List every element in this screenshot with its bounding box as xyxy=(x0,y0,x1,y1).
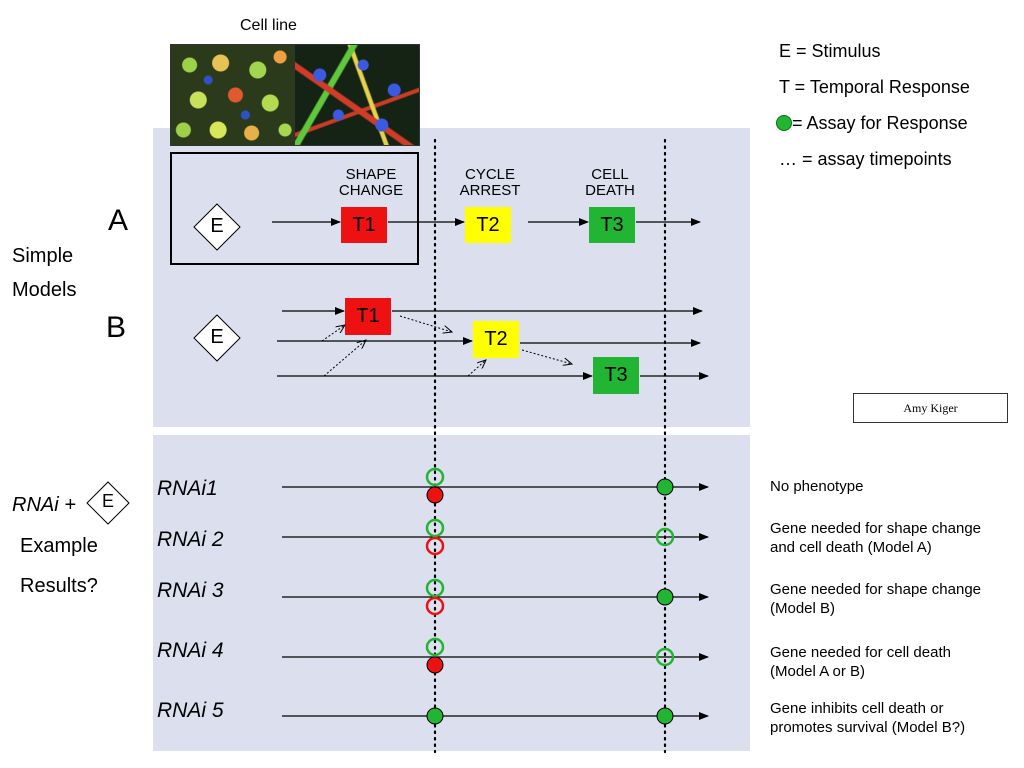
model-a-t2-box: T2 xyxy=(465,207,511,243)
model-b-t1-box: T1 xyxy=(345,298,391,335)
rnai5-label: RNAi 5 xyxy=(157,699,224,722)
model-a-letter: A xyxy=(108,204,129,237)
rnai4-death-assay-open xyxy=(655,647,675,667)
stage-heading-shape-change: SHAPE CHANGE xyxy=(338,166,404,199)
model-b-stimulus-label: E xyxy=(210,326,224,348)
stage-heading-cell-death: CELL DEATH xyxy=(585,166,635,199)
model-b-dotted-t1-t2 xyxy=(399,315,452,332)
rnai1-result: No phenotype xyxy=(770,478,864,495)
model-a-frame xyxy=(170,152,419,265)
rnai-results-line: Results? xyxy=(20,575,98,597)
rnai1-shape-assay-open xyxy=(425,467,445,487)
credit-box: Amy Kiger xyxy=(853,393,1008,423)
model-b-letter: B xyxy=(106,311,127,344)
rnai-example-line: Example xyxy=(20,535,98,557)
rnai-stimulus-label: E xyxy=(101,491,114,511)
model-a-stimulus-label: E xyxy=(210,215,224,237)
rnai4-shape-assay-red xyxy=(426,656,444,674)
model-b-t3-box: T3 xyxy=(593,357,639,394)
cell-line-photo-right xyxy=(294,44,420,146)
model-b-dotted-bottom-t1 xyxy=(323,340,366,377)
simple-models-line1: Simple xyxy=(12,245,74,267)
model-a-stimulus-diamond xyxy=(193,203,241,251)
model-b-dotted-bottom-t2 xyxy=(467,360,486,377)
rnai5-death-assay xyxy=(656,707,674,725)
rnai1-label: RNAi1 xyxy=(157,477,218,500)
rnai5-shape-assay xyxy=(426,707,444,725)
model-b-dotted-mid-t1 xyxy=(321,325,345,342)
legend-timepoints: … = assay timepoints xyxy=(779,149,952,169)
legend-assay-text: = Assay for Response xyxy=(792,113,968,133)
model-b-t2-box: T2 xyxy=(473,321,519,358)
rnai2-result: Gene needed for shape change and cell de… xyxy=(770,520,982,556)
rnai1-death-assay xyxy=(656,478,674,496)
rnai4-shape-assay-open xyxy=(425,637,445,657)
rnai3-label: RNAi 3 xyxy=(157,579,224,602)
cell-line-label: Cell line xyxy=(240,17,297,34)
legend-stimulus: E = Stimulus xyxy=(779,41,881,61)
rnai2-shape-assay-red-open xyxy=(425,536,445,556)
cell-line-photo-left xyxy=(170,44,296,146)
model-b-stimulus-diamond xyxy=(193,314,241,362)
rnai1-shape-assay-red xyxy=(426,486,444,504)
legend-temporal-response: T = Temporal Response xyxy=(779,77,970,97)
legend-assay: = Assay for Response xyxy=(776,113,968,134)
rnai3-shape-assay-red-open xyxy=(425,596,445,616)
rnai3-result: Gene needed for shape change (Model B) xyxy=(770,581,982,617)
rnai4-label: RNAi 4 xyxy=(157,639,224,662)
stage-heading-cycle-arrest: CYCLE ARREST xyxy=(459,166,521,199)
rnai2-label: RNAi 2 xyxy=(157,528,224,551)
rnai-prefix: RNAi + xyxy=(12,494,76,516)
rnai-results-panel xyxy=(153,435,750,751)
model-a-t3-box: T3 xyxy=(589,207,635,243)
rnai4-result: Gene needed for cell death (Model A or B… xyxy=(770,644,951,680)
rnai-stimulus-diamond xyxy=(86,481,130,525)
model-b-dotted-t2-t3 xyxy=(521,349,572,364)
rnai2-death-assay-open xyxy=(655,527,675,547)
rnai5-result: Gene inhibits cell death or promotes sur… xyxy=(770,700,966,736)
rnai3-death-assay xyxy=(656,588,674,606)
assay-dot-icon xyxy=(776,115,792,131)
simple-models-line2: Models xyxy=(12,279,77,301)
model-a-t1-box: T1 xyxy=(341,207,387,243)
rnai2-shape-assay-open xyxy=(425,518,445,538)
rnai3-shape-assay-open xyxy=(425,578,445,598)
models-panel xyxy=(153,128,750,427)
